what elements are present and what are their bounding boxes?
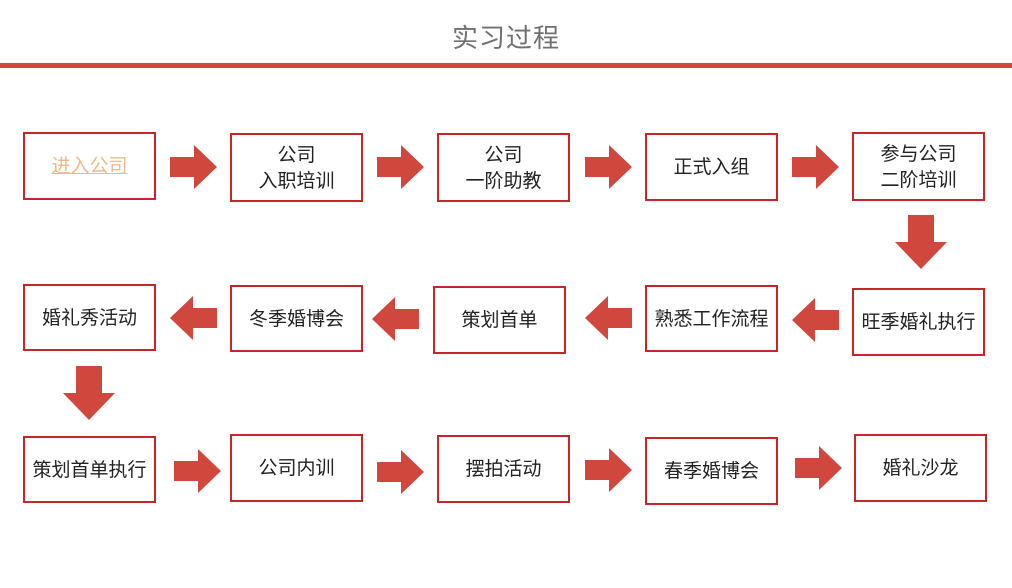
- arrow-right-icon: [585, 145, 632, 189]
- step-label: 摆拍活动: [465, 458, 542, 480]
- arrow-right-icon: [795, 446, 842, 490]
- step-label: 冬季婚博会: [248, 307, 344, 330]
- step-enter-company[interactable]: 进入公司: [23, 132, 156, 200]
- step-label: 公司 一阶助教: [465, 143, 542, 192]
- step-label: 春季婚博会: [663, 460, 759, 482]
- step-winter-wedding-expo: 冬季婚博会: [230, 285, 363, 352]
- step-enter-company-link[interactable]: 进入公司: [51, 155, 128, 177]
- step-label: 参与公司 二阶培训: [880, 142, 957, 191]
- step-learn-workflow: 熟悉工作流程: [645, 285, 778, 352]
- step-label: 熟悉工作流程: [654, 307, 769, 330]
- arrow-down-icon: [63, 366, 115, 420]
- arrow-down-icon: [895, 215, 947, 269]
- step-photo-shoot: 摆拍活动: [437, 435, 570, 503]
- step-label: 婚礼沙龙: [882, 457, 959, 479]
- step-label: 公司 入职培训: [258, 143, 335, 192]
- step-spring-wedding-expo: 春季婚博会: [645, 437, 778, 505]
- arrow-left-icon: [170, 296, 217, 340]
- step-label: 正式入组: [673, 156, 750, 178]
- arrow-right-icon: [170, 145, 217, 189]
- step-internal-training: 公司内训: [230, 434, 363, 502]
- step-second-level-training: 参与公司 二阶培训: [852, 132, 985, 201]
- arrow-right-icon: [174, 449, 221, 493]
- arrow-left-icon: [792, 298, 839, 342]
- step-join-team: 正式入组: [645, 133, 778, 201]
- step-onboarding-training: 公司 入职培训: [230, 133, 363, 202]
- arrow-right-icon: [377, 450, 424, 494]
- step-wedding-show: 婚礼秀活动: [23, 284, 156, 351]
- step-peak-season-wedding: 旺季婚礼执行: [852, 288, 985, 356]
- arrow-left-icon: [372, 297, 419, 341]
- page-title: 实习过程: [451, 24, 560, 54]
- step-label: 策划首单: [461, 309, 538, 331]
- step-first-plan-execution: 策划首单执行: [23, 436, 156, 503]
- step-wedding-salon: 婚礼沙龙: [854, 434, 987, 502]
- step-label: 婚礼秀活动: [41, 306, 137, 329]
- title-underline: [0, 63, 1012, 68]
- arrow-right-icon: [377, 145, 424, 189]
- step-label: 公司内训: [258, 457, 335, 479]
- arrow-right-icon: [585, 448, 632, 492]
- step-label: 旺季婚礼执行: [861, 311, 976, 333]
- step-label: 策划首单执行: [32, 458, 147, 481]
- step-first-level-assistant: 公司 一阶助教: [437, 133, 570, 202]
- arrow-left-icon: [585, 296, 632, 340]
- step-first-plan: 策划首单: [433, 286, 566, 354]
- arrow-right-icon: [792, 145, 839, 189]
